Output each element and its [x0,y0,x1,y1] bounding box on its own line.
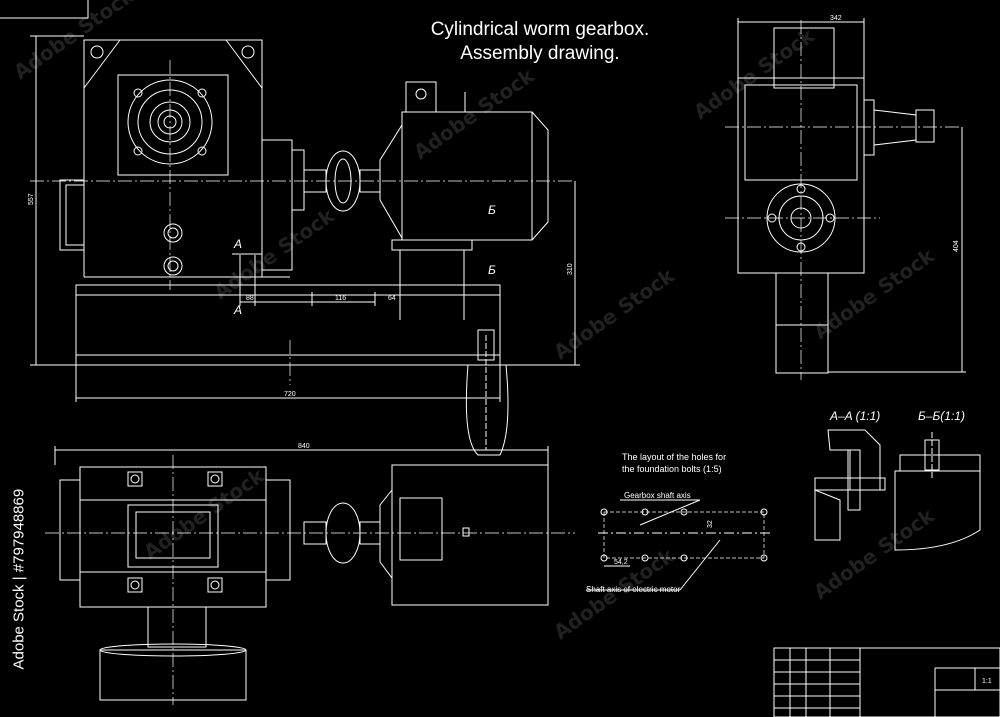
svg-text:Adobe Stock: Adobe Stock [9,0,139,84]
svg-text:Adobe Stock: Adobe Stock [689,23,819,124]
drawing-title-line2: Assembly drawing. [460,43,620,64]
stock-id-text: Adobe Stock | #797948869 [10,488,28,670]
motor-axis-label: Shaft axis of electric motor [586,585,681,594]
dimension-labels: 342 557 404 310 720 840 88 116 64 54,2 3… [28,15,992,685]
section-mark-a-bottom: A [233,303,242,317]
dim-88: 88 [246,295,254,302]
gearbox-axis-label: Gearbox shaft axis [624,491,691,500]
title-block [773,647,1000,717]
section-views [814,429,981,551]
section-mark-b-bottom: Б [488,263,496,277]
svg-text:Adobe Stock: Adobe Stock [409,63,539,164]
dim-64: 64 [388,295,396,302]
drawing-title-line1: Cylindrical worm gearbox. [430,19,650,40]
section-a-a-label: A–A (1:1) [829,409,880,423]
holes-note-line1: The layout of the holes for [622,452,727,462]
side-view [725,18,966,380]
dim-54: 54,2 [614,559,628,566]
dim-840: 840 [298,443,310,450]
section-b-b-label: Б–Б(1:1) [918,409,965,423]
scale-label: 1:1 [982,678,992,685]
plan-view [45,446,575,705]
hole-layout [586,499,770,591]
stock-id-vertical: Adobe Stock | #797948869 [4,478,28,670]
dim-557: 557 [28,193,35,205]
dim-32: 32 [707,520,714,528]
section-mark-a-top: A [233,237,242,251]
svg-text:Adobe Stock: Adobe Stock [209,203,339,304]
svg-text:Adobe Stock: Adobe Stock [549,263,679,364]
dim-720: 720 [284,391,296,398]
watermark: Adobe Stock Adobe Stock Adobe Stock Adob… [9,0,939,644]
dim-404: 404 [953,240,960,252]
dim-342: 342 [830,15,842,22]
svg-text:Adobe Stock: Adobe Stock [809,243,939,344]
svg-text:Adobe Stock: Adobe Stock [139,463,269,564]
dim-310: 310 [567,263,574,275]
section-mark-b-top: Б [488,203,496,217]
front-view [30,35,580,456]
svg-text:Adobe Stock: Adobe Stock [809,503,939,604]
dim-116: 116 [335,295,346,302]
holes-note-line2: the foundation bolts (1:5) [622,464,722,474]
